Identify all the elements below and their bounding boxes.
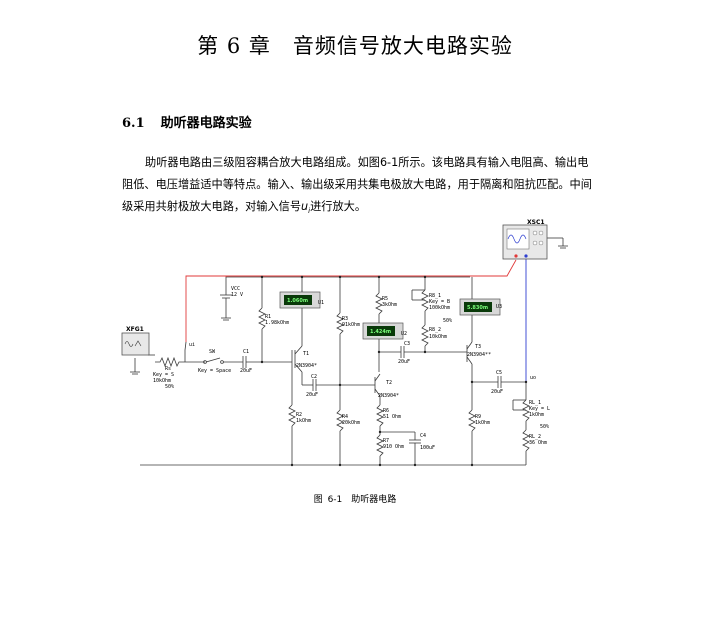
label-t1-model: 2N3904* (296, 363, 317, 369)
label-r9: R9 (475, 414, 481, 420)
label-t1: T1 (303, 351, 309, 357)
paragraph-text-2: 进行放大。 (310, 200, 367, 213)
label-r8-pct: 50% (443, 318, 452, 324)
label-u3: U3 (496, 304, 502, 310)
label-r7: R7 (383, 438, 389, 444)
label-rl-1: RL_1 (529, 400, 541, 406)
section-number: 6.1 (122, 116, 145, 131)
label-c4-val: 100uF (420, 445, 435, 451)
label-ui: ui (189, 342, 195, 348)
label-sw-key: Key = Space (198, 368, 231, 374)
section-heading: 6.1 助听器电路实验 (122, 112, 252, 131)
meter-u1-value: 1.060m (287, 298, 308, 304)
label-t3: T3 (475, 344, 481, 350)
chapter-title: 第 6 章 音频信号放大电路实验 (197, 34, 513, 58)
oscilloscope-xsc1 (502, 224, 548, 260)
label-vcc-val: 12 V (231, 292, 243, 298)
signal-var-sub: i (308, 207, 311, 216)
label-r8-key: Key = B (429, 299, 450, 305)
label-rl-2: RL_2 (529, 434, 541, 440)
figure-caption: 图 6-1 助听器电路 (313, 495, 397, 505)
label-t3-model: 2N3904** (467, 352, 491, 358)
label-c2: C2 (311, 374, 317, 380)
label-r2: R2 (296, 412, 302, 418)
body-paragraph: 助听器电路由三级阻容耦合放大电路组成。如图6-1所示。该电路具有输入电阻高、输出… (122, 152, 592, 222)
label-r8-val: 100kOhm (429, 305, 450, 311)
label-c3-val: 20uF (398, 359, 410, 365)
label-rl-key: Key = L (529, 406, 550, 412)
label-xfg1: XFG1 (126, 326, 144, 333)
label-rl-2-val: 36 Ohm (529, 440, 547, 446)
label-r1-val: 1.98kOhm (265, 320, 289, 326)
label-r6: R6 (383, 408, 389, 414)
signal-variable: ui (301, 200, 311, 216)
paragraph-text-1: 助听器电路由三级阻容耦合放大电路组成。如图6-1所示。该电路具有输入电阻高、输出… (122, 156, 592, 213)
label-r3-val: 91kOhm (342, 322, 360, 328)
label-c5-val: 20uF (491, 389, 503, 395)
meter-u1 (279, 291, 321, 309)
label-rs-pct: 50% (165, 384, 174, 390)
label-rl-pct: 50% (540, 424, 549, 430)
label-r8-2-val: 10kOhm (429, 334, 447, 340)
label-uo: uo (530, 375, 536, 381)
label-vcc: VCC (231, 286, 240, 292)
label-r8-1: R8_1 (429, 293, 441, 299)
label-r7-val: 910 Ohm (383, 444, 404, 450)
label-t2-model: 2N3904* (378, 393, 399, 399)
label-u1: U1 (318, 300, 324, 306)
label-r6-val: 51 Ohm (383, 414, 401, 420)
label-r1: R1 (265, 314, 271, 320)
meter-u2 (362, 322, 404, 340)
meter-u3 (459, 298, 501, 316)
label-c1-val: 20uF (240, 368, 252, 374)
function-generator-xfg1 (121, 332, 150, 356)
meter-u3-value: 5.830m (467, 305, 488, 311)
section-title: 助听器电路实验 (160, 116, 252, 131)
label-r2-val: 1kOhm (296, 418, 311, 424)
label-c2-val: 20uF (306, 392, 318, 398)
label-rs-key: Key = S (153, 372, 174, 378)
label-r9-val: 1kOhm (475, 420, 490, 426)
label-sw: SW (209, 349, 216, 355)
label-rs-val: 10kOhm (153, 378, 171, 384)
label-t2: T2 (386, 380, 392, 386)
meter-u2-value: 1.424m (370, 329, 391, 335)
label-c1: C1 (243, 349, 249, 355)
label-r5: R5 (382, 296, 388, 302)
label-r3: R3 (342, 316, 348, 322)
label-c5: C5 (496, 370, 502, 376)
label-rs: Rs (165, 366, 171, 372)
label-r4: R4 (342, 414, 348, 420)
label-u2: U2 (401, 331, 407, 337)
label-r4-val: 20kOhm (342, 420, 360, 426)
signal-var-letter: u (301, 200, 309, 213)
label-c4: C4 (420, 433, 426, 439)
label-c3: C3 (404, 341, 410, 347)
label-r8-2: R8_2 (429, 327, 441, 333)
label-r5-val: 3kOhm (382, 302, 397, 308)
label-rl-val: 1kOhm (529, 412, 544, 418)
